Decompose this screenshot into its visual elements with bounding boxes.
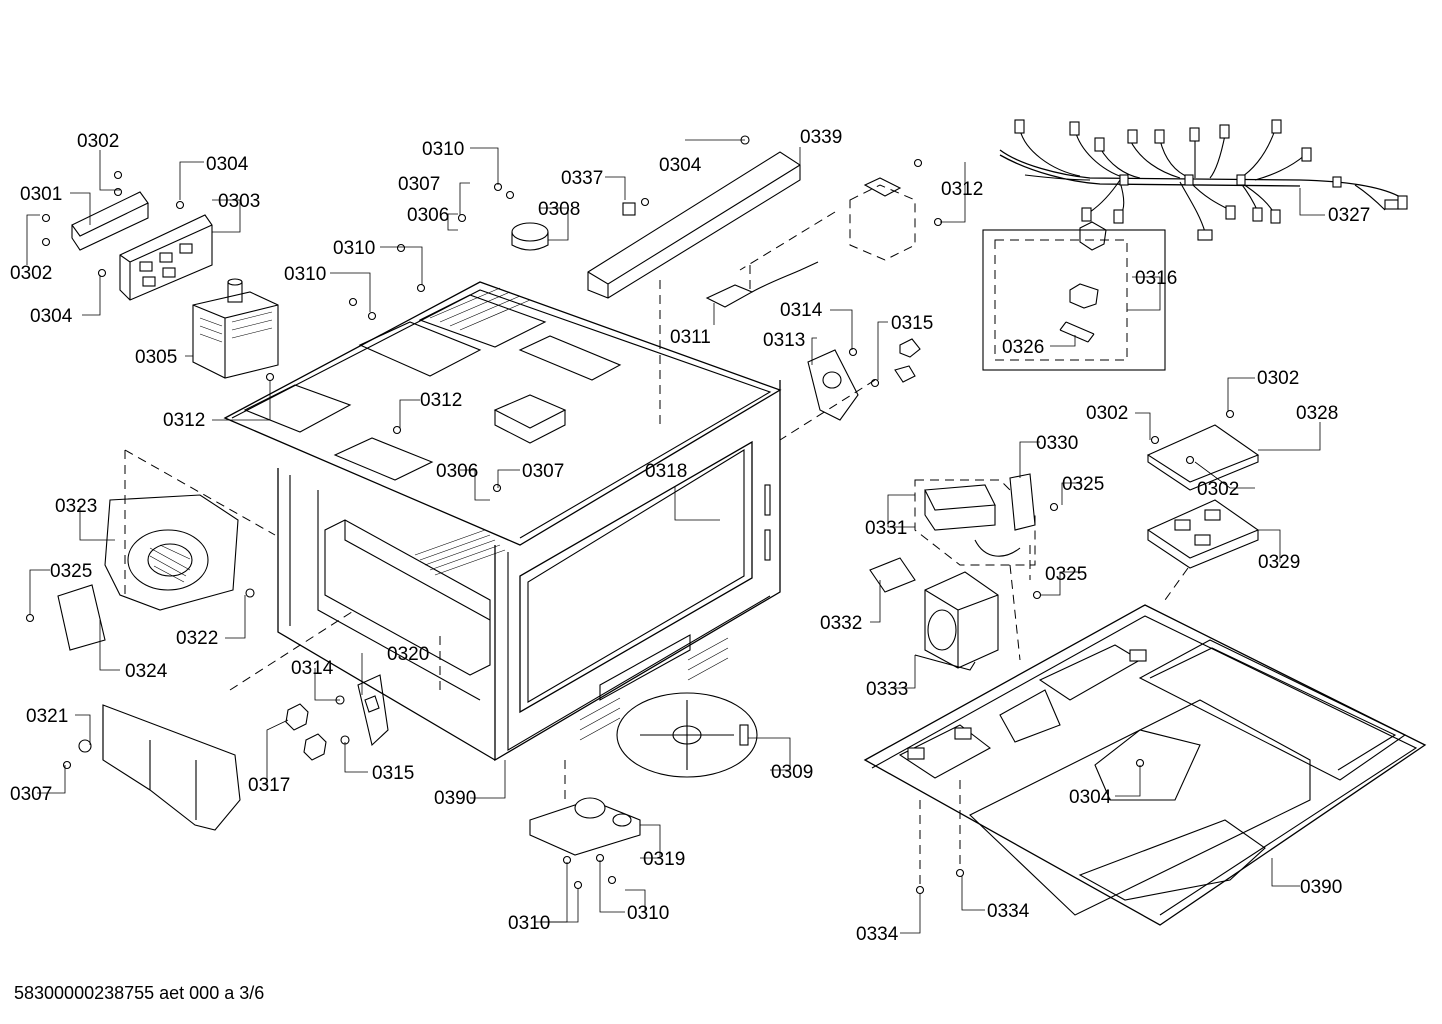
switch-bracket-lower — [335, 674, 389, 747]
callout-0322: 0322 — [176, 628, 218, 649]
callout-0312: 0312 — [941, 179, 983, 200]
callout-0314: 0314 — [780, 300, 823, 321]
callout-0332: 0332 — [820, 613, 862, 634]
transformer — [869, 557, 999, 671]
callout-0315: 0315 — [372, 763, 414, 784]
callout-0339: 0339 — [800, 127, 842, 148]
thermostat-sensor — [705, 261, 819, 308]
callout-0316: 0316 — [1135, 268, 1177, 289]
control-board — [1146, 424, 1260, 569]
callout-0320: 0320 — [387, 644, 429, 665]
callout-0315: 0315 — [891, 313, 933, 334]
callout-0317: 0317 — [248, 775, 290, 796]
callout-0304: 0304 — [206, 154, 249, 175]
callout-0337: 0337 — [561, 168, 603, 189]
callout-0307: 0307 — [398, 174, 440, 195]
left-front-bracket — [62, 704, 241, 831]
microswitches — [285, 703, 327, 761]
callout-0311: 0311 — [670, 327, 711, 348]
top-rail — [587, 135, 801, 299]
switch-bracket-upper — [807, 338, 921, 421]
callout-0310: 0310 — [627, 903, 669, 924]
callout-0307: 0307 — [10, 784, 52, 805]
callout-0309: 0309 — [771, 762, 813, 783]
callout-0310: 0310 — [422, 139, 464, 160]
callout-0327: 0327 — [1328, 205, 1370, 226]
wiring-harness — [999, 119, 1408, 241]
callout-0331: 0331 — [865, 518, 907, 539]
callout-0304: 0304 — [659, 155, 702, 176]
callout-0310: 0310 — [333, 238, 375, 259]
callout-0329: 0329 — [1258, 552, 1300, 573]
base-plate — [863, 604, 1427, 926]
leader-lines — [26, 139, 1325, 934]
callout-0308: 0308 — [538, 199, 580, 220]
callout-0325: 0325 — [1062, 474, 1104, 495]
callout-0313: 0313 — [763, 330, 805, 351]
side-duct — [324, 519, 506, 676]
callout-0333: 0333 — [866, 679, 908, 700]
callout-0307: 0307 — [522, 461, 564, 482]
callout-0330: 0330 — [1036, 433, 1078, 454]
callout-0321: 0321 — [26, 706, 68, 727]
cover-plate-and-bracket — [41, 170, 213, 301]
callout-0318: 0318 — [645, 461, 687, 482]
magnetron — [192, 278, 279, 379]
callout-0328: 0328 — [1296, 403, 1338, 424]
callout-0310: 0310 — [508, 913, 550, 934]
callout-0303: 0303 — [218, 191, 260, 212]
callout-0301: 0301 — [20, 184, 62, 205]
capacitor — [914, 473, 1036, 566]
callout-0304: 0304 — [30, 306, 73, 327]
callout-0390: 0390 — [1300, 877, 1342, 898]
callout-0312: 0312 — [163, 410, 205, 431]
callout-0390: 0390 — [434, 788, 476, 809]
callout-0306: 0306 — [436, 461, 478, 482]
assembly-guides — [124, 211, 1189, 890]
callout-0310: 0310 — [284, 264, 326, 285]
callout-0302: 0302 — [1086, 403, 1128, 424]
fan-motor — [511, 222, 549, 251]
callout-0302: 0302 — [77, 131, 119, 152]
callout-0334: 0334 — [987, 901, 1030, 922]
callout-0325: 0325 — [1045, 564, 1087, 585]
callout-labels: 0302 0304 0301 0303 0302 0304 0305 0312 … — [10, 127, 1370, 945]
document-code: 58300000238755 aet 000 a 3/6 — [14, 983, 264, 1003]
callout-0334: 0334 — [856, 924, 899, 945]
callout-0302: 0302 — [1257, 368, 1299, 389]
callout-0319: 0319 — [643, 849, 685, 870]
callout-0312: 0312 — [420, 390, 462, 411]
callout-0324: 0324 — [125, 661, 168, 682]
callout-0323: 0323 — [55, 496, 97, 517]
turntable-plate — [616, 692, 758, 778]
callout-0302: 0302 — [1197, 479, 1239, 500]
switch-assembly-box — [982, 221, 1166, 371]
callout-0326: 0326 — [1002, 337, 1044, 358]
upper-enclosure — [849, 158, 943, 261]
callout-0304: 0304 — [1069, 787, 1112, 808]
turntable-motor — [529, 797, 641, 856]
callout-0325: 0325 — [50, 561, 92, 582]
screws — [25, 182, 1235, 895]
callout-0302: 0302 — [10, 263, 52, 284]
callout-0314: 0314 — [291, 658, 334, 679]
callout-0305: 0305 — [135, 347, 177, 368]
callout-0306: 0306 — [407, 205, 449, 226]
oven-cavity-housing — [223, 281, 782, 762]
